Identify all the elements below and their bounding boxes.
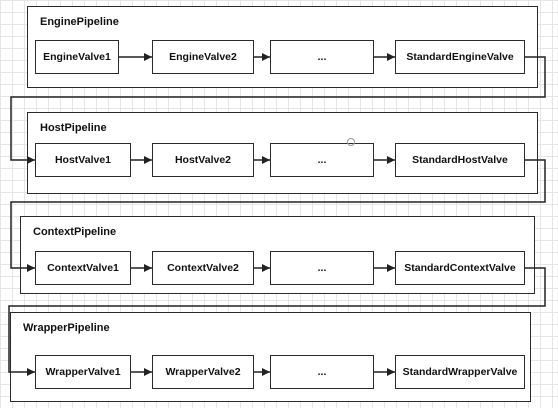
host-pipeline-title: HostPipeline <box>40 122 107 134</box>
engine-pipeline-title: EnginePipeline <box>40 16 119 28</box>
host-valve-1: HostValve1 <box>35 143 131 177</box>
wrapper-valve-standard: StandardWrapperValve <box>395 355 525 389</box>
wrapper-valve-1: WrapperValve1 <box>35 355 131 389</box>
cursor-indicator <box>347 138 355 146</box>
engine-valve-2: EngineValve2 <box>152 40 254 74</box>
wrapper-valve-2: WrapperValve2 <box>152 355 254 389</box>
host-valve-ellipsis: ... <box>270 143 374 177</box>
engine-valve-ellipsis: ... <box>270 40 374 74</box>
context-valve-standard: StandardContextValve <box>395 251 525 285</box>
wrapper-valve-ellipsis: ... <box>270 355 374 389</box>
host-valve-2: HostValve2 <box>152 143 254 177</box>
wrapper-pipeline-title: WrapperPipeline <box>23 322 110 334</box>
context-valve-ellipsis: ... <box>270 251 374 285</box>
context-pipeline-title: ContextPipeline <box>33 226 117 238</box>
context-valve-2: ContextValve2 <box>152 251 254 285</box>
engine-valve-1: EngineValve1 <box>35 40 119 74</box>
engine-valve-standard: StandardEngineValve <box>395 40 525 74</box>
host-valve-standard: StandardHostValve <box>395 143 525 177</box>
context-valve-1: ContextValve1 <box>35 251 131 285</box>
